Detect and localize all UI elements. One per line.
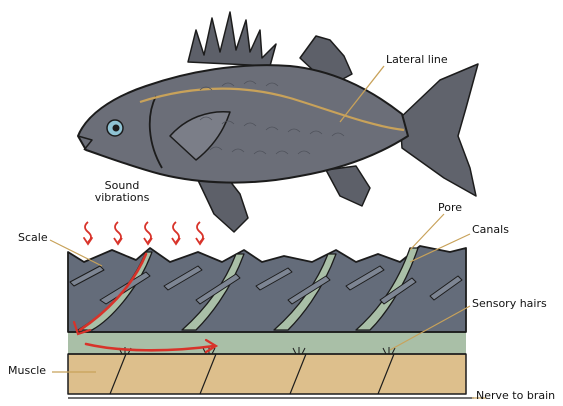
sound-vibrations-label: Sound vibrations — [86, 180, 158, 204]
sound-arrow — [172, 222, 180, 244]
pore-label: Pore — [438, 202, 462, 214]
sound-arrow — [144, 222, 152, 244]
canals-label: Canals — [472, 224, 509, 236]
fish-pupil — [113, 125, 120, 132]
anal-fin — [326, 166, 370, 206]
muscle-layer — [68, 354, 466, 394]
pelvic-fin — [196, 176, 248, 232]
sound-arrows — [84, 222, 204, 244]
dorsal-fin — [188, 12, 276, 66]
pore-leader — [410, 214, 444, 250]
cross-section — [68, 246, 474, 398]
nerve-to-brain-label: Nerve to brain — [476, 390, 555, 402]
sound-arrow — [84, 222, 92, 244]
scale-label: Scale — [18, 232, 48, 244]
sensory-hairs-label: Sensory hairs — [472, 298, 547, 310]
tail-fin — [400, 64, 478, 196]
sound-arrow — [196, 222, 204, 244]
sound-arrow — [114, 222, 122, 244]
sound-vibrations-line-2: vibrations — [86, 192, 158, 204]
lateral-line-label: Lateral line — [386, 54, 448, 66]
fish-body — [78, 65, 408, 182]
muscle-label: Muscle — [8, 365, 46, 377]
